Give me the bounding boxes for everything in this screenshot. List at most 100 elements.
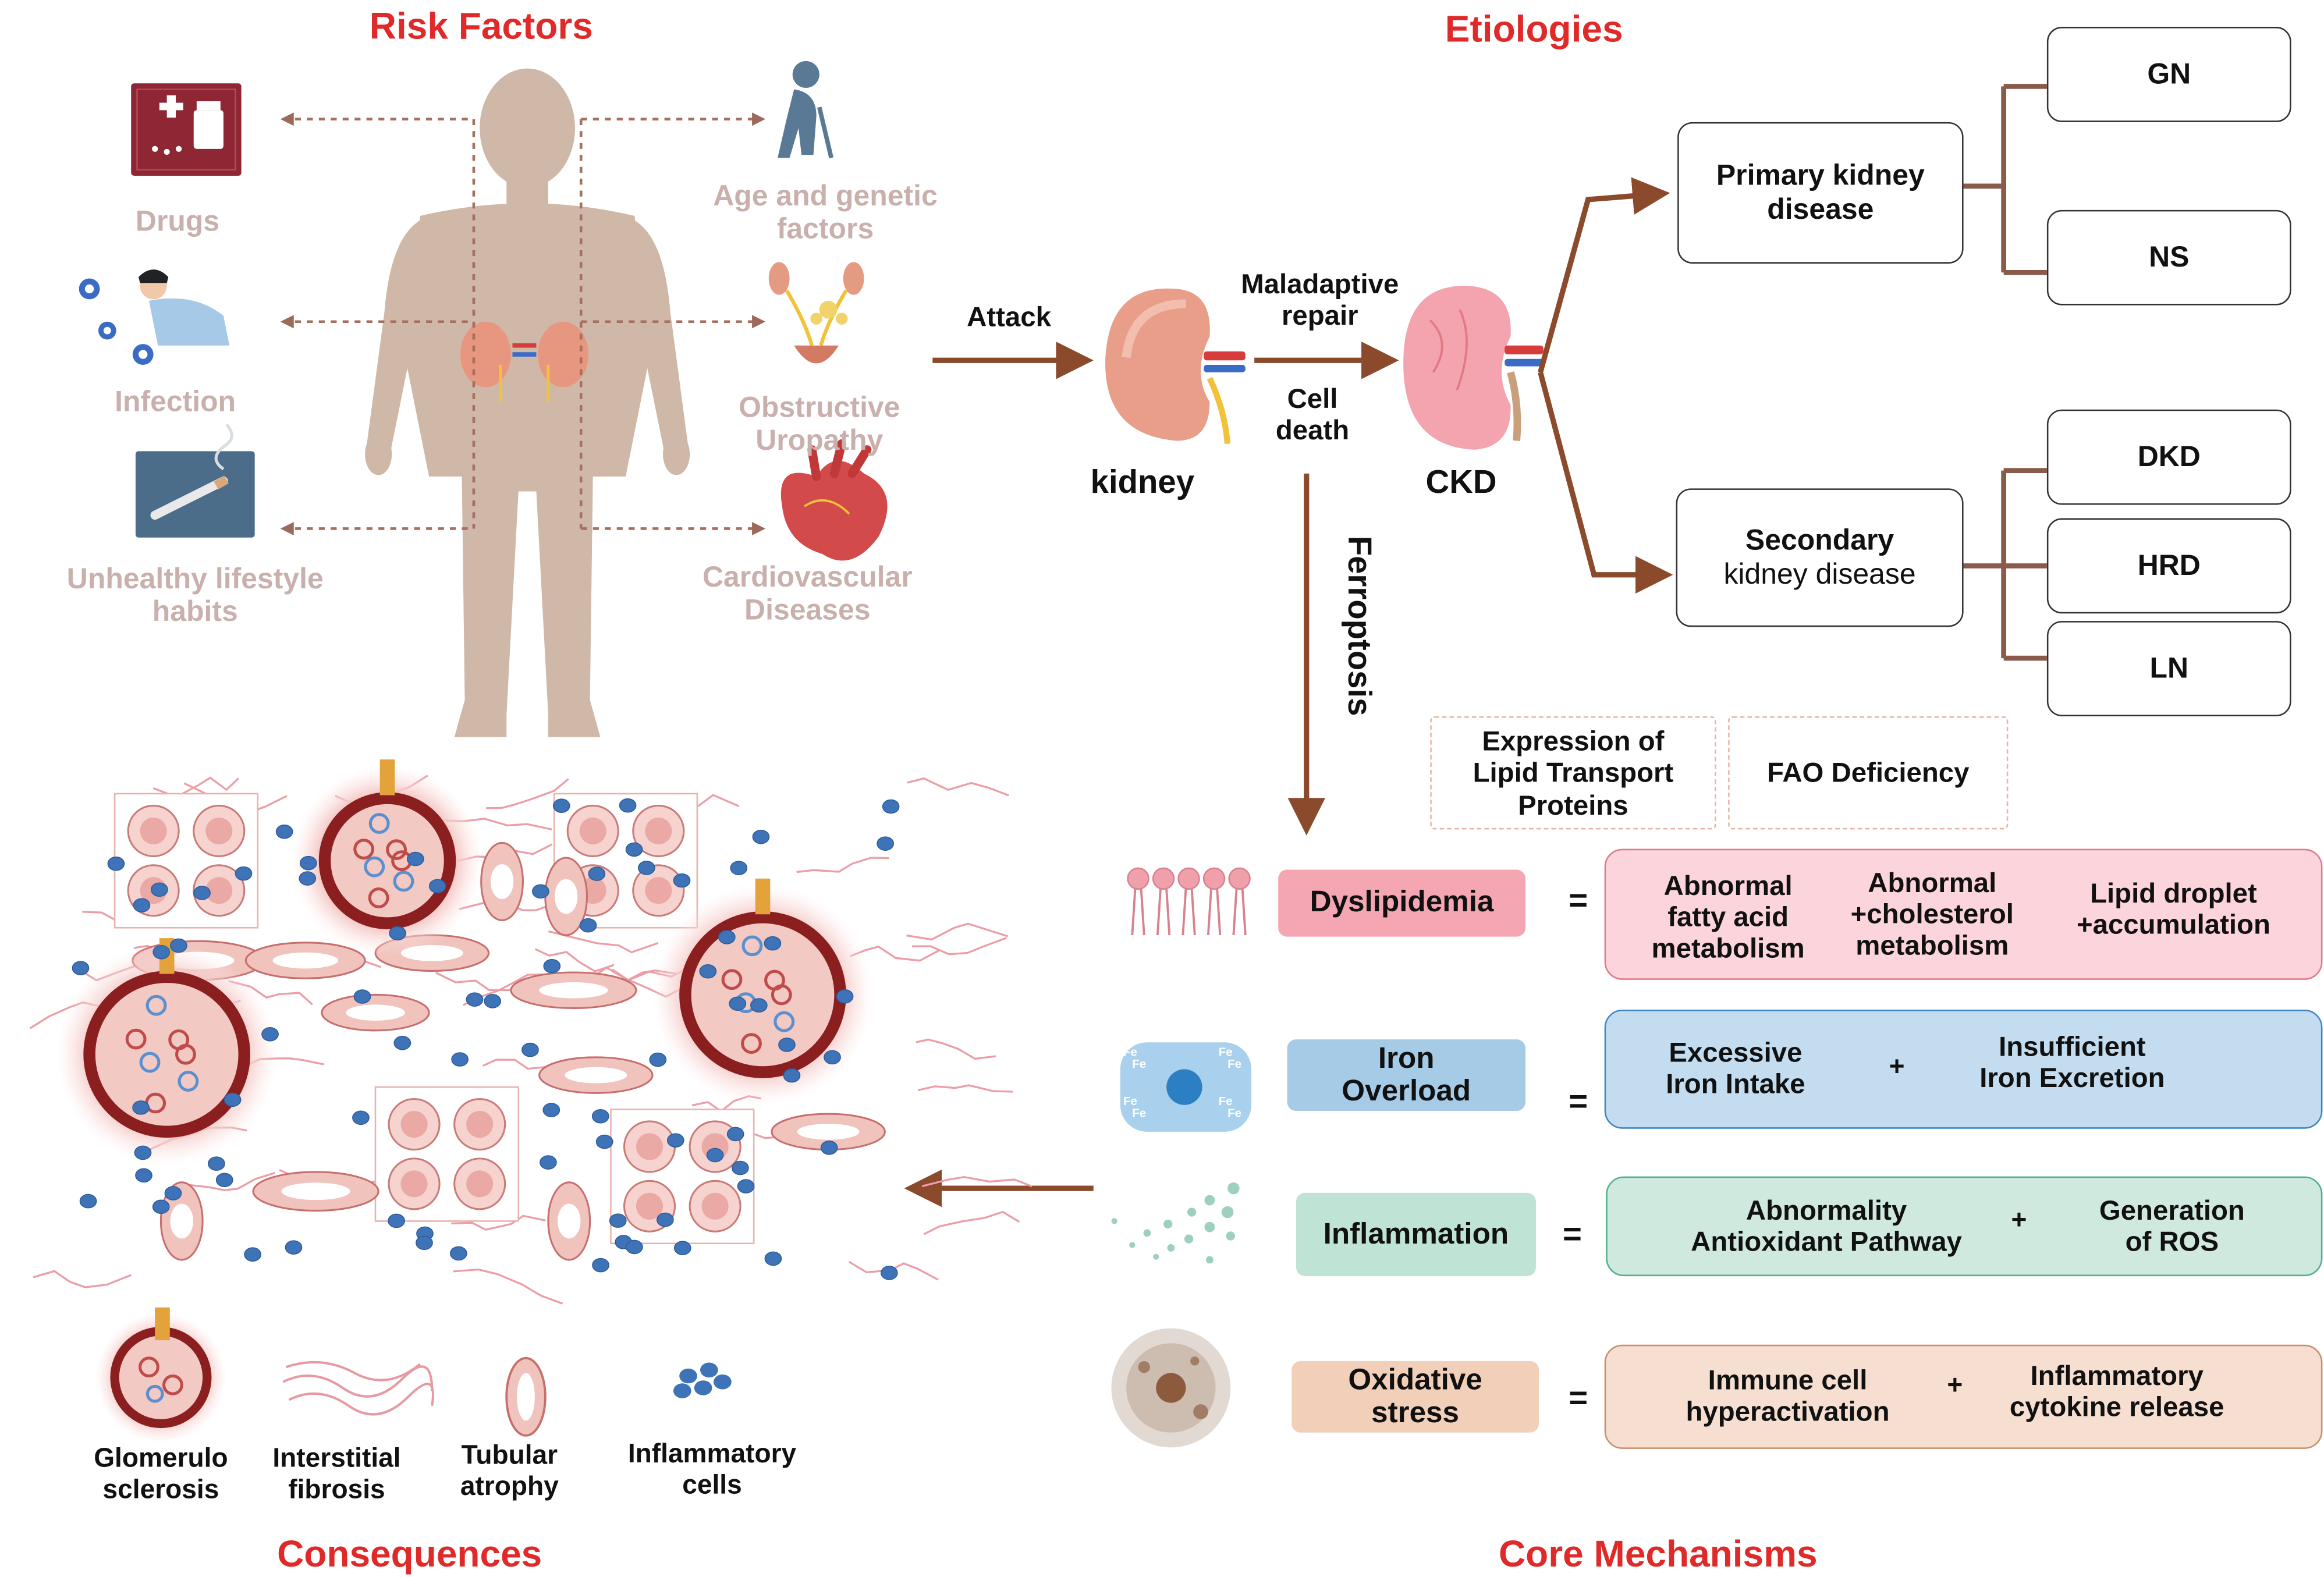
inflammatory-cell (466, 992, 484, 1007)
fe-label-8: Fe (1227, 1106, 1242, 1120)
inflammatory-cell (588, 866, 606, 881)
inflammatory-cell (836, 989, 854, 1004)
inflammatory-cell (107, 856, 125, 871)
capillary-loop (386, 839, 407, 861)
risk-drugs-label: Drugs (135, 205, 220, 239)
inflammatory-cell (388, 1213, 405, 1228)
kidney-tissue-illustration (29, 759, 1033, 1305)
capillary-loop (178, 1071, 199, 1092)
inflammatory-cell (552, 798, 570, 813)
capillary-loop (721, 969, 743, 990)
inflammation-plus: + (2011, 1205, 2027, 1235)
capillary-loop (741, 935, 763, 957)
glomerulus-tuft (95, 982, 239, 1126)
fibrosis-strand (906, 922, 1009, 941)
fe-label-1: Fe (1123, 1045, 1137, 1059)
legend-interstitial-fibrosis-icon (282, 1361, 435, 1416)
inflammatory-cell (718, 930, 736, 944)
fe-label-3: Fe (1218, 1045, 1233, 1059)
tubule-lumen (645, 877, 672, 904)
oxidative-equals: = (1569, 1379, 1588, 1416)
inflammatory-cell (649, 1052, 667, 1067)
ckd-label: CKD (1425, 463, 1497, 500)
atrophic-tubule-lumen (490, 864, 514, 899)
atrophic-tubule-lumen (272, 952, 339, 969)
capillary-loop (168, 1029, 190, 1050)
inflammatory-cell (164, 1186, 182, 1200)
oxidative-cell-icon (1111, 1328, 1231, 1448)
smoking-icon (135, 423, 255, 538)
fibrosis-strand (917, 1084, 1013, 1093)
inflammation-label: Inflammation (1296, 1192, 1536, 1277)
inflammatory-cell (170, 938, 187, 953)
fibrosis-strand (923, 1210, 1020, 1235)
atrophic-tubule-lumen (797, 1124, 860, 1140)
lipid-droplet-text: Lipid droplet+accumulation (2077, 877, 2270, 940)
capillary-loop (368, 887, 389, 908)
inflammatory-cell (134, 1145, 152, 1160)
pathway-arrows (904, 177, 1673, 1207)
fibrosis-strand (453, 1268, 563, 1305)
inflammation-box (1606, 1176, 2323, 1277)
risk-factors-title: Risk Factors (369, 6, 593, 48)
inflammatory-cell (223, 1092, 242, 1107)
inflammatory-cell (532, 884, 549, 899)
tubule-lumen (205, 817, 233, 844)
etiology-ln-box: LN (2046, 621, 2291, 716)
inflammatory-cell (752, 829, 770, 844)
glomerulus-tuft (331, 804, 444, 918)
tubule-lumen (579, 817, 606, 844)
inflammatory-cell (353, 989, 371, 1004)
inflammatory-cell (72, 961, 90, 975)
lipid-bilayer-icon (1127, 867, 1251, 936)
tubule-lumen (400, 1170, 428, 1198)
inflammatory-cell (737, 1179, 755, 1194)
inflammatory-cell (699, 964, 717, 979)
dyslipidemia-box (1604, 848, 2323, 980)
inflammation-equals: = (1563, 1215, 1582, 1253)
inflammatory-cell (275, 824, 293, 839)
inflammatory-cell (609, 1213, 627, 1228)
fe-label-5: Fe (1123, 1094, 1137, 1108)
tubule-lumen (636, 1192, 664, 1220)
inflammatory-cell (152, 944, 171, 960)
inflammatory-cell (673, 1241, 691, 1255)
atrophic-tubule-lumen (346, 1004, 405, 1021)
capillary-loop (741, 1033, 762, 1054)
etiology-ns-box: NS (2046, 209, 2291, 306)
fibrosis-strand (33, 1270, 132, 1288)
atrophic-tubule-lumen (281, 1182, 350, 1200)
infection-icon (79, 269, 230, 365)
etiology-hrd-box: HRD (2046, 518, 2291, 614)
kidney-icon (1105, 288, 1246, 445)
fibrosis-strand (916, 1038, 996, 1060)
capillary-loop (393, 871, 414, 892)
consequences-title: Consequences (277, 1533, 542, 1576)
inflammatory-cell (299, 871, 317, 886)
inflammatory-cell (730, 861, 748, 875)
capillary-loop (125, 1028, 147, 1050)
inflammatory-cell (484, 994, 502, 1008)
capillary-loop (139, 1052, 161, 1073)
tubule-lumen (701, 1192, 729, 1220)
iron-overload-box (1604, 1010, 2323, 1129)
inflammatory-cell (449, 1246, 467, 1261)
inflammatory-cell (638, 861, 655, 875)
inflammatory-cell (764, 1251, 782, 1266)
fibrosis-strand (186, 1171, 275, 1191)
afferent-arteriole (755, 878, 771, 915)
inflammatory-cell (244, 1247, 261, 1262)
inflammatory-cell (451, 1052, 469, 1067)
